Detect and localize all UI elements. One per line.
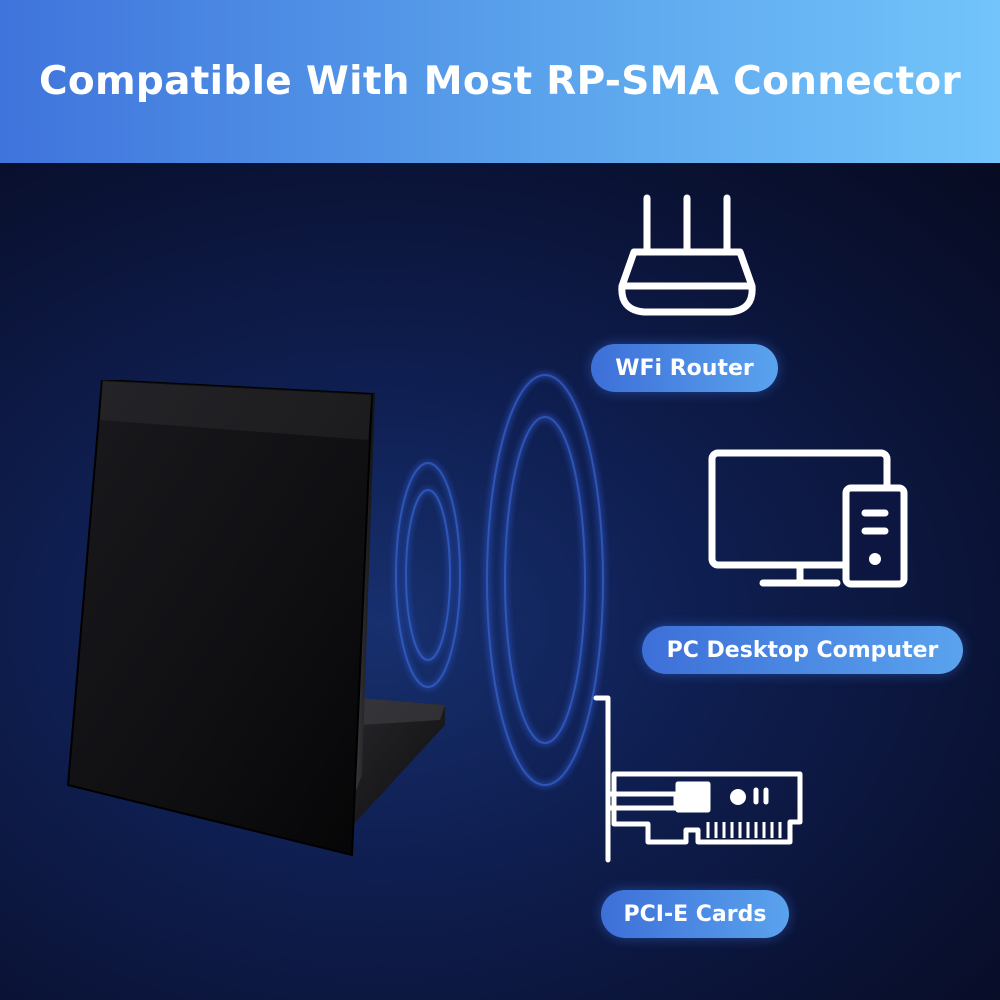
page-title: Compatible With Most RP-SMA Connector — [38, 59, 962, 104]
antenna-panel — [66, 380, 374, 857]
device-label-router: WFi Router — [591, 344, 778, 392]
header-banner: Compatible With Most RP-SMA Connector — [0, 0, 1000, 163]
desktop-label: PC Desktop Computer — [666, 637, 939, 663]
device-label-desktop: PC Desktop Computer — [642, 626, 963, 674]
device-label-pcie: PCI-E Cards — [601, 890, 789, 938]
desktop-computer-icon — [708, 449, 908, 588]
antenna-image — [66, 380, 445, 857]
pcie-label: PCI-E Cards — [623, 901, 767, 927]
router-label: WFi Router — [615, 355, 754, 381]
small-wave — [393, 460, 463, 690]
pcie-card-icon — [593, 695, 803, 863]
signal-waves — [393, 372, 606, 788]
router-icon — [618, 194, 756, 316]
large-wave — [484, 372, 606, 788]
